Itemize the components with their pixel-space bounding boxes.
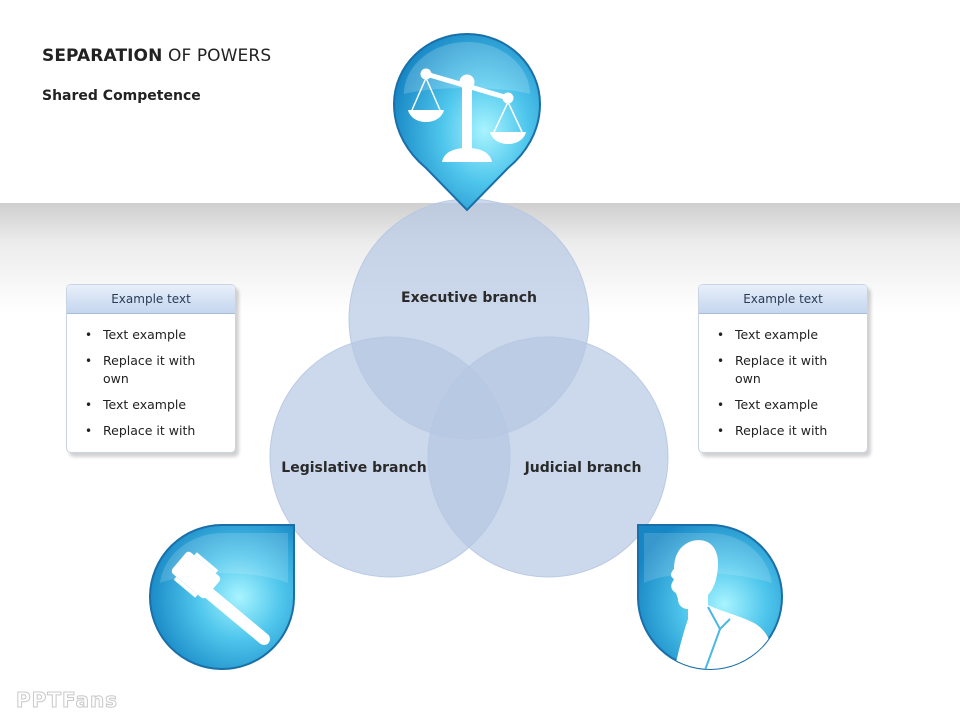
left-info-card: Example text Text example Replace it wit…: [66, 284, 236, 453]
legislative-branch-label: Legislative branch: [281, 460, 427, 476]
page-subtitle: Shared Competence: [42, 88, 201, 104]
right-card-list: Text example Replace it with own Text ex…: [699, 314, 867, 452]
list-item: Replace it with: [85, 422, 225, 440]
executive-branch-label: Executive branch: [401, 290, 537, 306]
left-card-list: Text example Replace it with own Text ex…: [67, 314, 235, 452]
list-item: Replace it with own: [85, 352, 225, 388]
watermark: PPTFans: [15, 688, 119, 713]
scales-of-justice-icon: [392, 32, 542, 212]
list-item: Text example: [85, 396, 225, 414]
right-card-header: Example text: [699, 285, 867, 314]
judicial-circle: [427, 336, 669, 578]
list-item: Text example: [85, 326, 225, 344]
gavel-icon: [149, 523, 295, 670]
left-card-header: Example text: [67, 285, 235, 314]
person-silhouette-icon: [637, 523, 783, 670]
list-item: Text example: [717, 326, 857, 344]
page-title: SEPARATION OF POWERS: [42, 46, 272, 66]
list-item: Replace it with: [717, 422, 857, 440]
right-info-card: Example text Text example Replace it wit…: [698, 284, 868, 453]
list-item: Text example: [717, 396, 857, 414]
judicial-branch-label: Judicial branch: [524, 460, 642, 476]
list-item: Replace it with own: [717, 352, 857, 388]
